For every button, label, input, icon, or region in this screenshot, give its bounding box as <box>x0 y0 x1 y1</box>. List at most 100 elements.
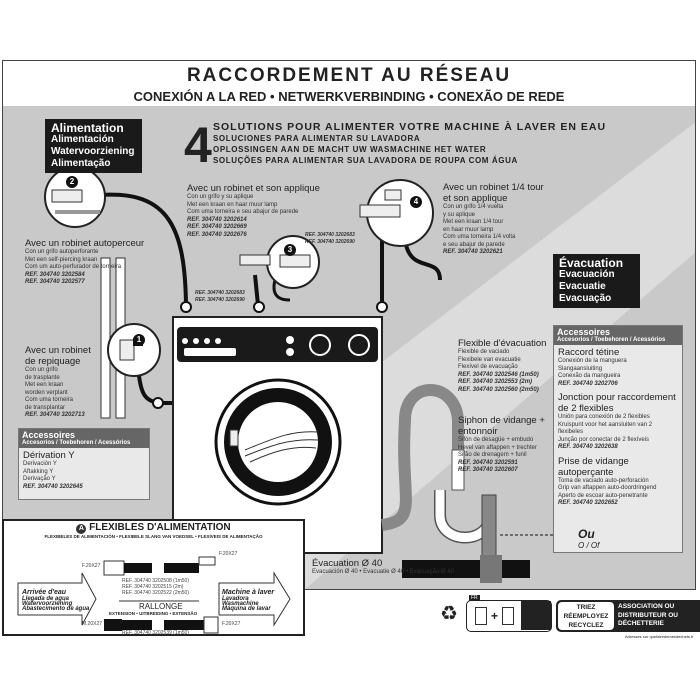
country-tag: FR <box>469 595 480 601</box>
rallonge-label: RALLONGE <box>139 602 183 611</box>
tidyman-icon: ♻ <box>440 603 458 625</box>
paper-icon <box>502 607 514 625</box>
line: Conexión de la manguera <box>558 358 627 364</box>
triman-sorting-info: FR + <box>466 595 552 632</box>
recycling-footnote: Adresses sur quefairedemesdechets.fr <box>625 634 694 639</box>
line: Máquina de lavar <box>222 606 271 612</box>
ref: REF. 304740 3202591 <box>458 459 518 466</box>
recycling-bin-icon <box>521 601 551 630</box>
line: Con un grifo 1/4 vuelta <box>443 204 504 210</box>
ref: REF. 304740 3202508 (1m50) <box>122 578 189 584</box>
circle-option-2 <box>44 166 106 228</box>
thread-label: M.20X27 <box>82 621 103 627</box>
washing-machine <box>172 316 383 554</box>
line: Con un grifo autoperforante <box>25 249 99 255</box>
line: Met een self-piercing kraan <box>25 256 98 263</box>
line: worden verplant <box>25 389 68 396</box>
badge-2: 2 <box>66 176 78 188</box>
option-2-label: Avec un robinet autoperceur Con un grifo… <box>25 238 144 287</box>
item-title: Jonction pour raccordement de 2 flexible… <box>558 392 676 414</box>
line: Flexibele van evacuatie <box>458 356 521 363</box>
header: RACCORDEMENT AU RÉSEAU CONEXIÓN A LA RED… <box>2 60 696 106</box>
title: Machine à laver <box>222 589 275 596</box>
line: RECYCLEZ <box>568 622 604 629</box>
line: Con un grifo <box>25 367 58 373</box>
ref: REF. 304740 3202522 (2m50) <box>122 590 189 596</box>
flexibles-box: A FLEXIBLES D'ALIMENTATION FLEXIBELES DE… <box>2 519 305 636</box>
line: Derivação Y <box>23 476 56 482</box>
ref: REF. 304740 3202669 <box>187 224 247 230</box>
ref: REF. 304740 3202676 <box>187 231 247 238</box>
line: Com uma torneira e seu abajur de parede <box>187 209 299 215</box>
triez-text: TRIEZ RÉEMPLOYEZ RECYCLEZ <box>558 602 614 630</box>
circle-option-4 <box>359 179 434 247</box>
line: Lavadora <box>222 596 249 602</box>
heading-fr: Alimentation <box>51 121 124 135</box>
flexibles-subtitle: FLEXIBELES DE ALIMENTACIÓN • FLEXIBELE S… <box>44 534 263 539</box>
ref: REF. 304740 3202713 <box>25 412 85 418</box>
ref: REF. 304740 3202607 <box>458 467 518 473</box>
ref: REF. 304740 3202614 <box>187 216 247 223</box>
alimentation-heading: Alimentation Alimentación Watervoorzieni… <box>45 119 142 173</box>
line: de transplantar <box>25 404 66 411</box>
line: RÉEMPLOYEZ <box>563 613 609 620</box>
option-3-label: Avec un robinet et son applique Con un g… <box>187 183 320 239</box>
line: Kruispunt voor het aansluiten van 2 flex… <box>558 421 653 436</box>
option-title: Avec un robinet autoperceur <box>25 238 145 249</box>
title: Arrivée d'eau <box>22 589 67 596</box>
line: e seu abajur de parede <box>443 241 505 248</box>
line: Wasmachine <box>222 601 259 607</box>
plus-icon: + <box>491 609 499 623</box>
line: Con un grifo y su aplique <box>187 194 254 200</box>
ref: REF. 304740 3202515 (2m) <box>122 584 184 590</box>
thread-label: F.20X27 <box>219 551 238 557</box>
heading: Accessoires <box>22 430 76 440</box>
thread-label: F.20X27 <box>82 563 101 569</box>
hose-refs: REF. 304740 3202508 (1m50)REF. 304740 32… <box>122 578 189 596</box>
ref: REF. 304740 3202690 <box>305 239 355 245</box>
solutions-number: 4 <box>184 117 212 173</box>
solutions-es: SOLUCIONES PARA ALIMENTAR SU LAVADORA <box>213 134 421 143</box>
rallonge-ref: REF. 304740 3202539 (1m50) <box>122 630 189 636</box>
title: FLEXIBLES D'ALIMENTATION <box>89 522 231 533</box>
hose-2 <box>99 192 188 306</box>
line: en haar muur lamp <box>443 226 494 233</box>
option-title: Avec un robinet 1/4 tour et son applique <box>443 182 544 204</box>
line: Com uma torneira 1/4 volta <box>443 234 516 240</box>
line: Unión para conexión de 2 flexibles <box>558 414 650 420</box>
line: Flexible de vaciado <box>458 349 510 355</box>
ref: REF. 304740 3202577 <box>25 279 85 285</box>
line: Toma de vaciado auto-perforación <box>558 477 649 484</box>
line: Sifón de desagüe + embudo <box>458 437 534 443</box>
heading: Accessoires <box>557 327 611 337</box>
recycling-options: ASSOCIATION OU DISTRIBUTEUR OU DÉCHETTER… <box>618 603 698 629</box>
option: OU <box>664 603 675 610</box>
line: Llegada de agua <box>22 596 70 602</box>
option: ASSOCIATION <box>618 603 663 610</box>
item-title: Raccord tétine <box>558 347 620 358</box>
line: Met een kraan 1/4 tour <box>443 219 504 225</box>
solutions-nl: OPLOSSINGEN AAN DE MACHT UW WASMACHINE H… <box>213 145 487 154</box>
solutions-fr: SOLUTIONS POUR ALIMENTER VOTRE MACHINE À… <box>213 121 607 133</box>
background-band <box>85 122 695 589</box>
line: Flexível de evacuação <box>458 364 518 370</box>
siphon-label: Siphon de vidange + entonnoir Sifón de d… <box>458 415 553 475</box>
title: Siphon de vidange + entonnoir <box>458 415 545 437</box>
ref: REF. 304740 3202706 <box>558 380 618 387</box>
heading-pt: Evacuação <box>559 293 612 304</box>
line: TRIEZ <box>576 604 596 611</box>
circle-option-3 <box>239 235 320 289</box>
drain-hose <box>381 384 464 531</box>
line: Derivación Y <box>23 461 57 467</box>
line: Junção por conectar de 2 flexíveis <box>558 436 650 443</box>
solutions-text: SOLUTIONS POUR ALIMENTER VOTRE MACHINE À… <box>213 122 606 166</box>
title: Évacuation Ø 40 <box>312 558 383 569</box>
option: DÉCHETTERIE <box>618 620 664 627</box>
title: Flexible d'évacuation <box>458 338 547 349</box>
